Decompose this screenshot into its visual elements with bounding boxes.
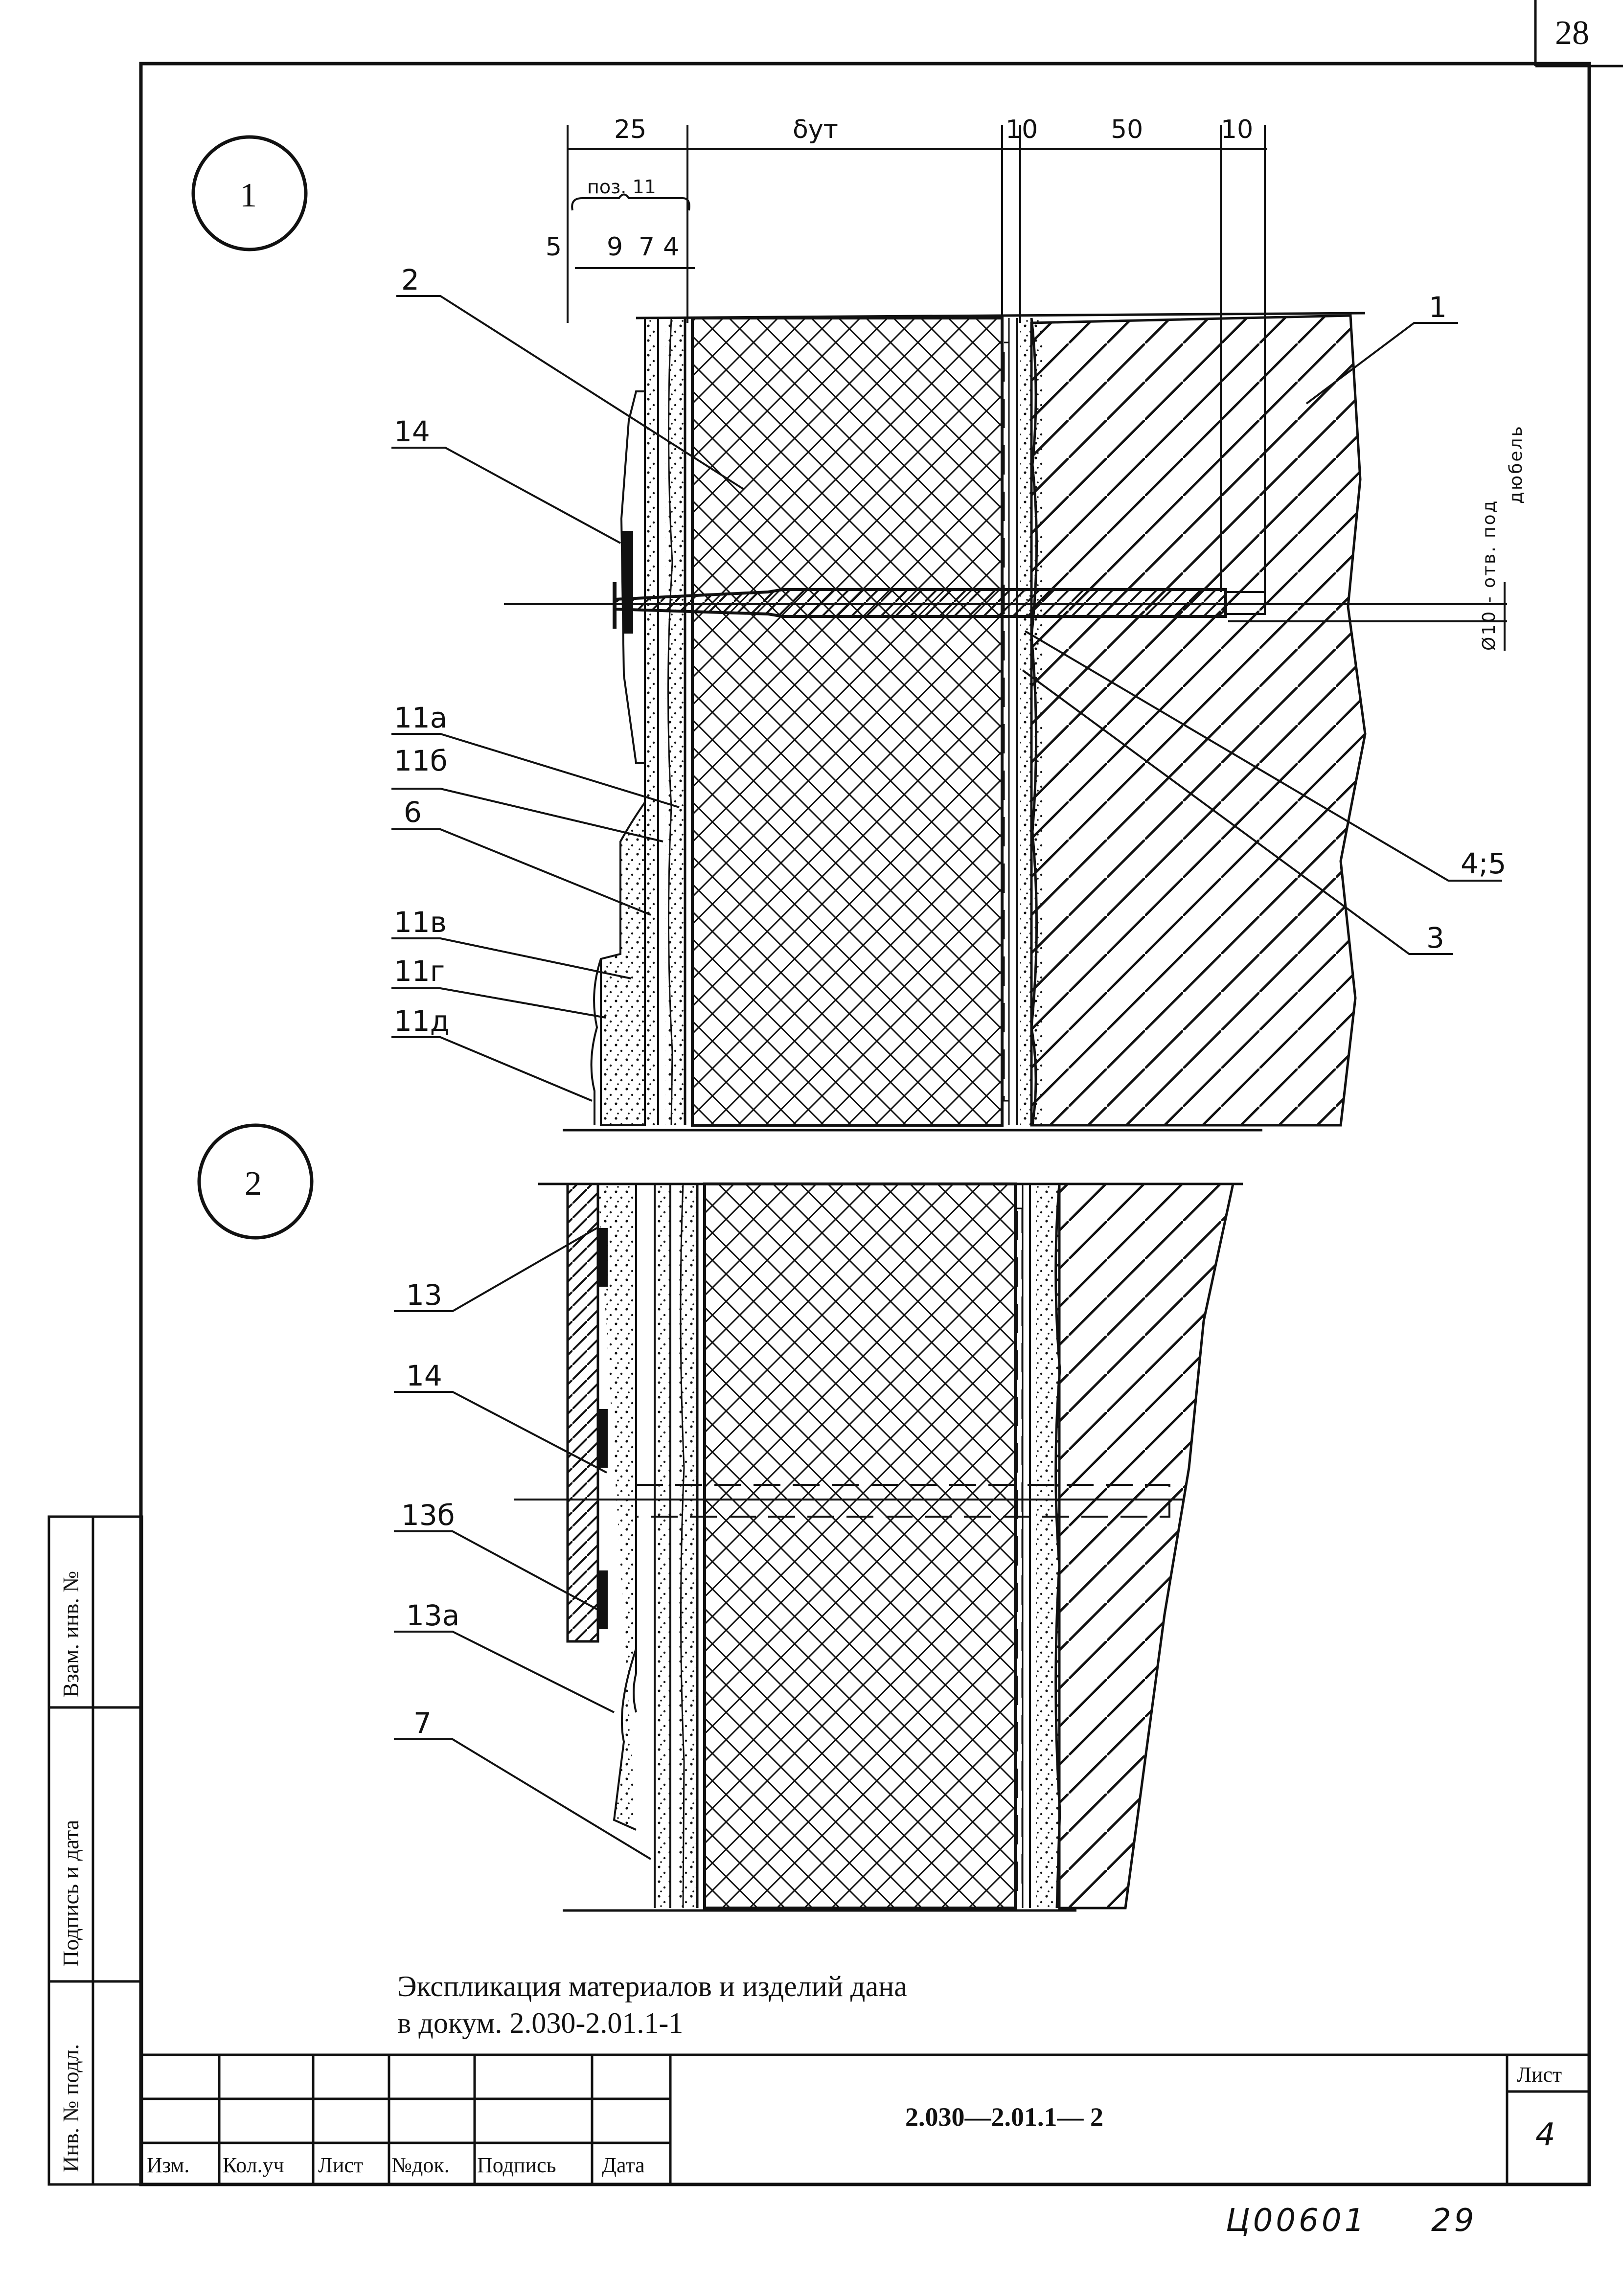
hole-note-line2: дюбель — [1506, 425, 1526, 504]
dim-9: 9 — [607, 232, 623, 262]
header-sheet: Лист — [318, 2153, 363, 2177]
title-block — [141, 2053, 1589, 2184]
dowel-1 — [613, 588, 1227, 618]
archive-page: 29 — [1431, 2203, 1477, 2239]
callout-11d: 11д — [394, 1004, 450, 1038]
dim-4: 4 — [663, 232, 679, 262]
concrete-wall-1 — [1030, 314, 1367, 1127]
detail-2-number: 2 — [245, 1165, 262, 1203]
note-line-2: в докум. 2.030-2.01.1-1 — [397, 2007, 684, 2039]
detail-2-marker — [197, 1123, 314, 1240]
leader-lines-1 — [391, 295, 1502, 1102]
sheet-number: 4 — [1535, 2117, 1558, 2153]
wall-render-1 — [1020, 318, 1044, 1125]
side-label-original-inv: Инв. № подл. — [58, 2044, 83, 2172]
finish-plaster-1 — [600, 799, 646, 1126]
callout-13: 13 — [406, 1278, 442, 1312]
header-date: Дата — [602, 2153, 645, 2177]
side-label-signature-date: Подпись и дата — [58, 1820, 83, 1967]
dim-5: 5 — [546, 232, 562, 262]
dim-10-gap: 10 — [1006, 115, 1038, 144]
header-signature: Подпись — [477, 2153, 556, 2177]
hole-note-line1: Ø10 - отв. под — [1479, 499, 1499, 651]
callout-3: 3 — [1426, 921, 1444, 955]
document-code: 2.030—2.01.1— 2 — [905, 2102, 1103, 2132]
concrete-wall-2 — [1058, 1182, 1235, 1910]
callout-11b: 11б — [394, 744, 448, 777]
callout-13b: 13б — [401, 1499, 455, 1532]
note-line-1: Экспликация материалов и изделий дана — [397, 1970, 907, 2002]
sheet-label: Лист — [1517, 2063, 1562, 2087]
detail-1-marker — [191, 135, 308, 251]
callout-7: 7 — [413, 1706, 432, 1740]
base-coat-1 — [645, 318, 658, 1125]
callout-1: 1 — [1429, 291, 1447, 324]
side-stamp-block — [47, 1515, 143, 2186]
dim-50: 50 — [1111, 115, 1143, 144]
callout-2: 2 — [401, 263, 419, 296]
insulation-2 — [703, 1182, 1017, 1910]
dimension-lines — [567, 125, 1506, 651]
leader-lines-2 — [394, 1227, 652, 1860]
glue-strips-1 — [1003, 341, 1010, 1102]
header-change: Изм. — [147, 2153, 189, 2177]
callout-11g: 11г — [394, 955, 445, 988]
dim-insulation: δут — [793, 115, 838, 144]
dim-7: 7 — [639, 232, 655, 262]
callout-6: 6 — [404, 796, 422, 829]
header-doc-no: №док. — [391, 2153, 450, 2177]
callout-4-5: 4;5 — [1461, 847, 1506, 880]
dim-25: 25 — [614, 115, 646, 144]
archive-code: Ц00601 — [1226, 2203, 1367, 2239]
header-qty: Кол.уч — [223, 2153, 284, 2177]
sheet-frame — [139, 0, 1623, 2186]
callout-11a: 11а — [394, 701, 447, 734]
dowel-plate-1 — [620, 390, 646, 764]
page-number: 28 — [1555, 14, 1589, 52]
callout-14-detail2: 14 — [406, 1359, 442, 1392]
insulation-1 — [691, 317, 1004, 1127]
dim-10-end: 10 — [1221, 115, 1253, 144]
callout-13a: 13а — [406, 1599, 459, 1632]
detail-1-number: 1 — [240, 177, 257, 214]
callout-11v: 11в — [394, 906, 447, 939]
detail-2-section — [514, 1182, 1243, 1912]
facing-tile-2 — [566, 1182, 599, 1643]
detail-1-section — [504, 312, 1507, 1132]
position-group-label: поз. 11 — [587, 176, 656, 198]
side-label-replacement-inv: Взам. инв. № — [58, 1571, 83, 1698]
callout-14: 14 — [394, 415, 430, 448]
